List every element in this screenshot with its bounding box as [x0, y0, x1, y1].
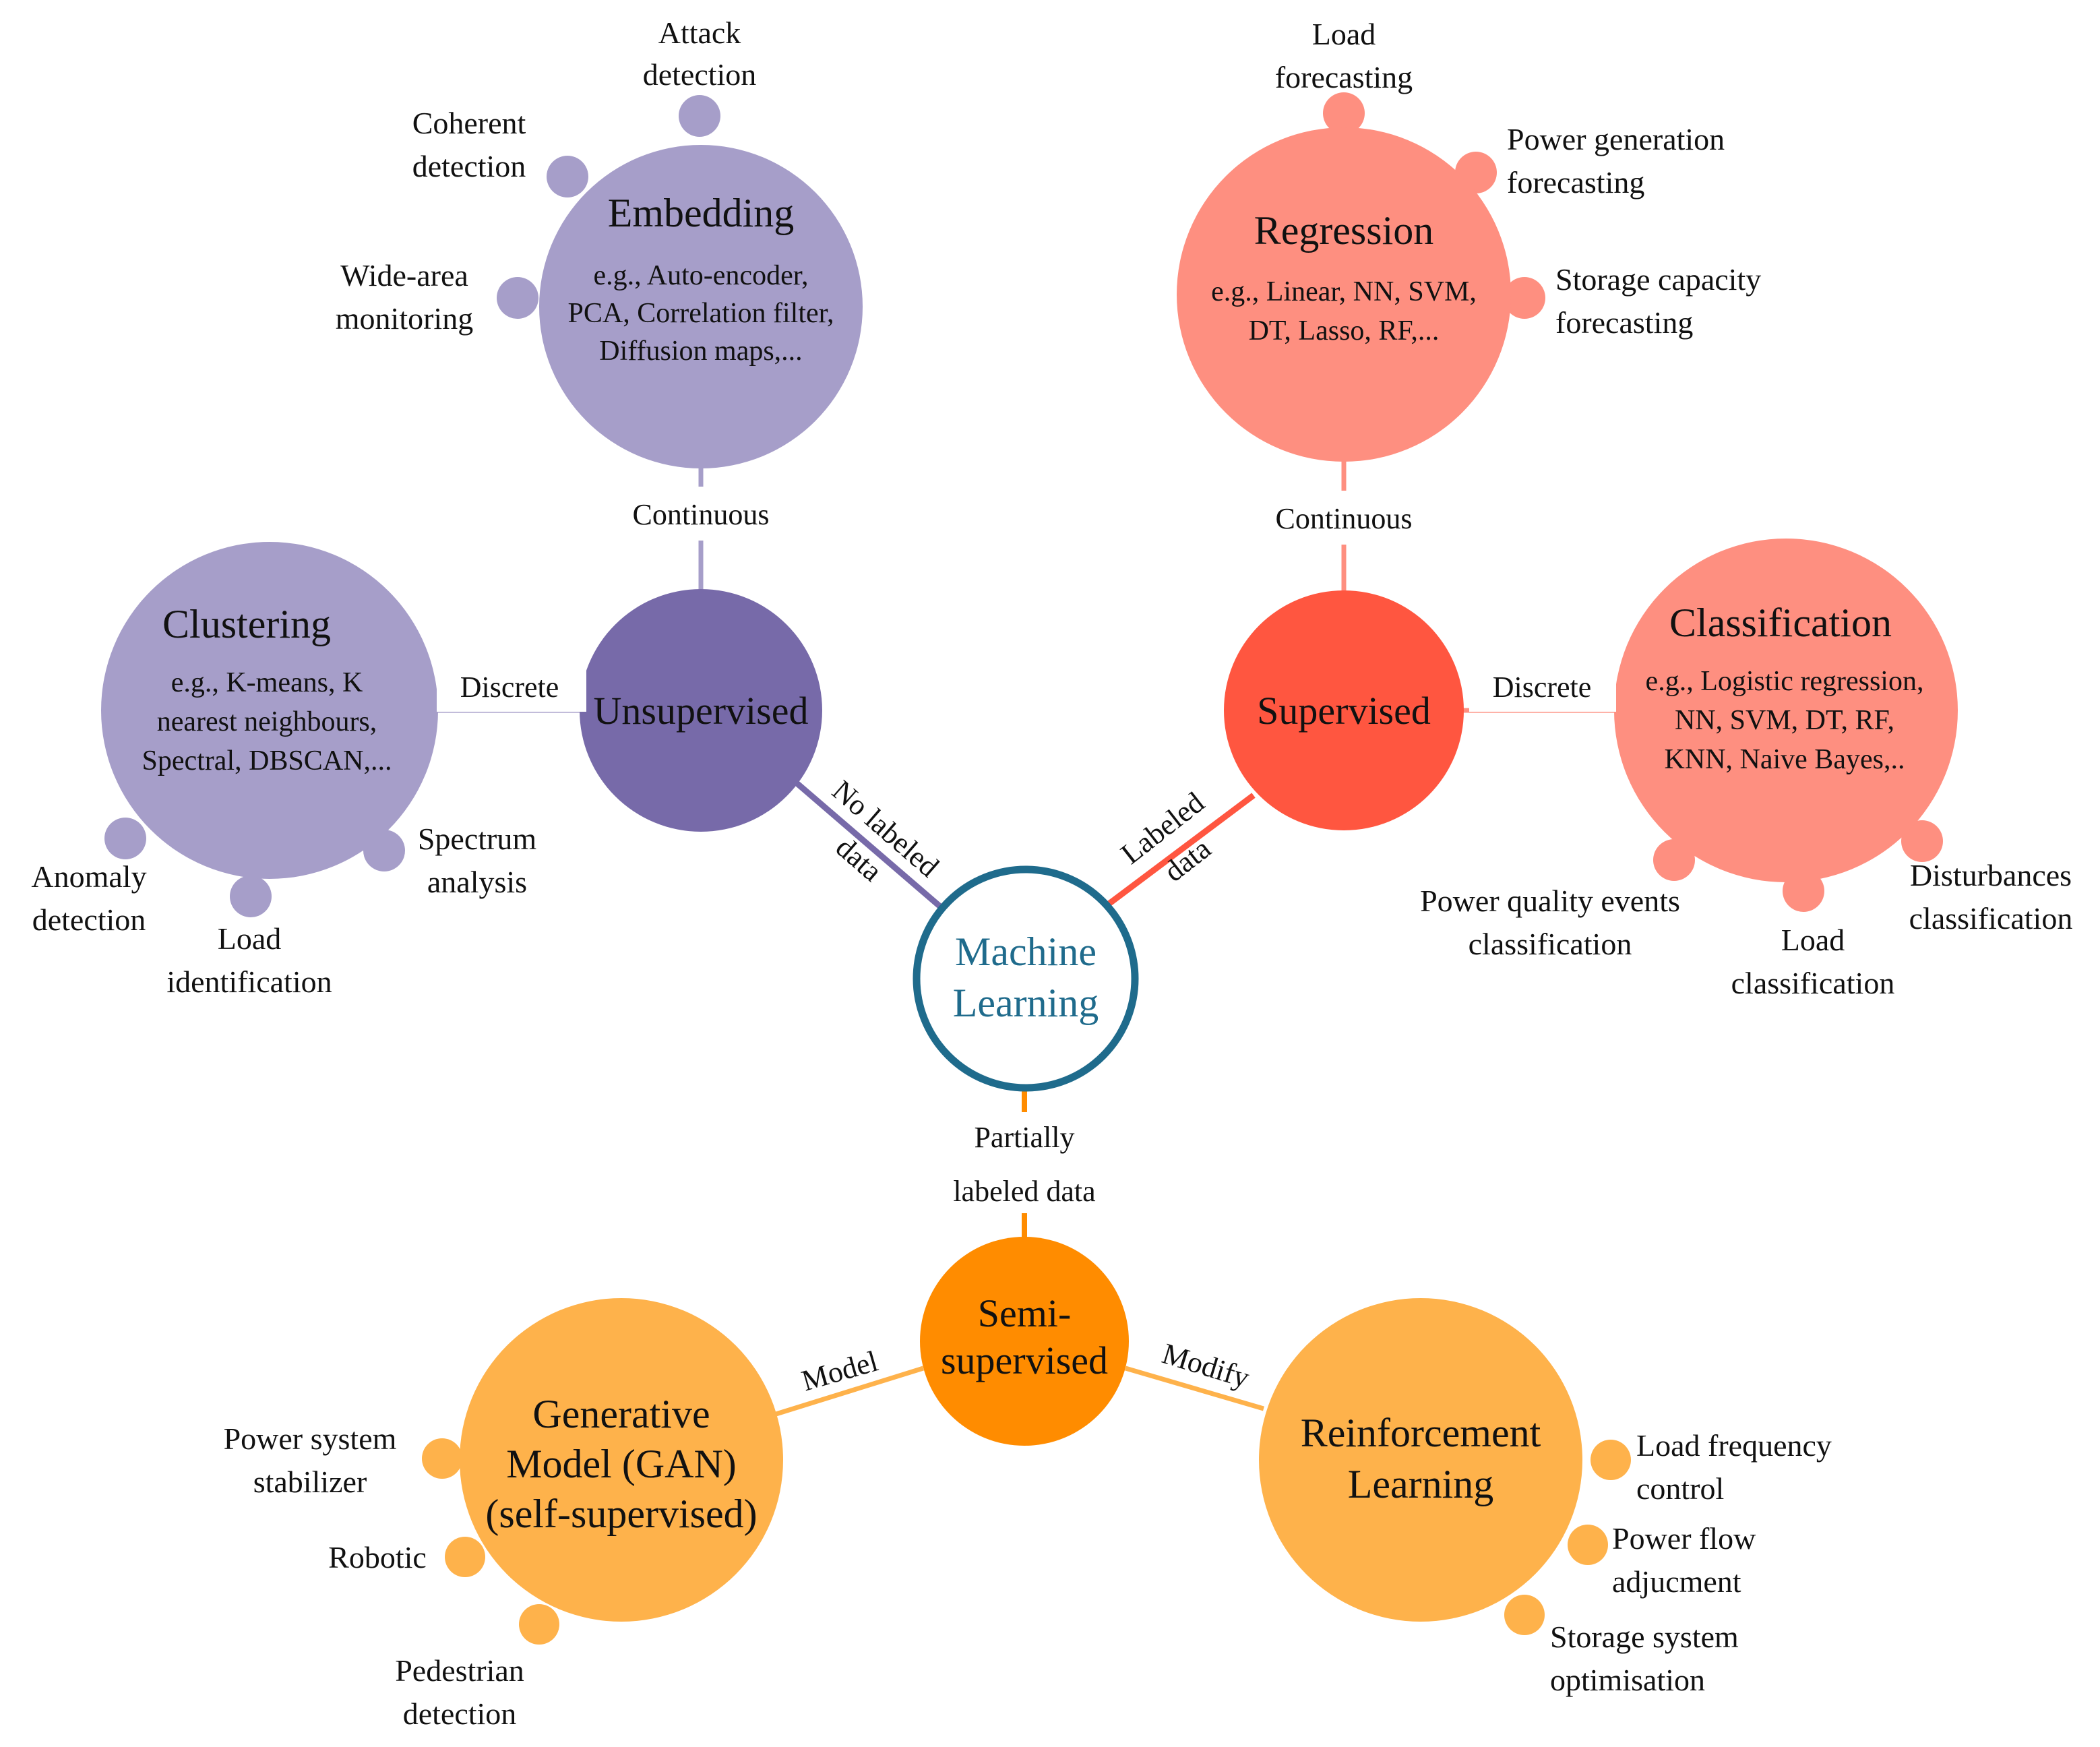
regression-title: Regression [1254, 208, 1434, 253]
edge-label-unsup-embedding: Continuous [633, 498, 770, 531]
edge-supervised-center [1103, 793, 1256, 909]
dot-pflow [1568, 1525, 1608, 1565]
node-generative [460, 1298, 783, 1622]
embedding-examples: e.g., Auto-encoder,PCA, Correlation filt… [568, 260, 834, 367]
edge-label-semi-reinforcement: Modify [1159, 1337, 1254, 1394]
dot-robotic [445, 1537, 485, 1577]
edge-unsupervised-center [793, 779, 942, 909]
regression-examples: e.g., Linear, NN, SVM,DT, Lasso, RF,... [1211, 276, 1477, 346]
hub-label-unsupervised: Unsupervised [594, 689, 809, 733]
hub-label-semi-supervised: Semi-supervised [941, 1291, 1108, 1382]
application-dots [104, 92, 1943, 1645]
dot-loadid [230, 876, 272, 917]
dot-coherent [547, 156, 588, 197]
dot-storagecap [1504, 277, 1545, 319]
app-label-robotic: Robotic [328, 1540, 427, 1574]
dot-lfc [1591, 1440, 1631, 1480]
edge-label-semi-generative: Model [798, 1345, 882, 1398]
node-reinforcement [1259, 1298, 1582, 1622]
dot-pedestrian [519, 1604, 559, 1645]
dot-attack [679, 95, 720, 137]
dot-widearea [497, 277, 538, 319]
edge-semi-generative [770, 1366, 925, 1418]
node-classification [1614, 539, 1958, 882]
dot-pq [1653, 839, 1695, 881]
classification-title: Classification [1669, 601, 1892, 645]
nodes [101, 127, 1958, 1622]
node-regression [1177, 127, 1511, 462]
edge-label-unsup-clustering: Discrete [460, 671, 559, 704]
embedding-title: Embedding [608, 191, 795, 235]
node-unsupervised [580, 589, 822, 832]
dot-pss [422, 1438, 462, 1479]
dot-storageopt [1504, 1595, 1545, 1635]
node-supervised [1224, 590, 1464, 830]
edge-label-sup-regression: Continuous [1276, 502, 1413, 535]
classification-examples: e.g., Logistic regression,NN, SVM, DT, R… [1646, 666, 1924, 775]
node-semi-supervised [920, 1237, 1129, 1446]
node-clustering [101, 542, 438, 879]
hub-label-supervised: Supervised [1257, 689, 1431, 733]
clustering-title: Clustering [162, 602, 331, 646]
dot-loadfc [1323, 92, 1365, 134]
dot-disturb [1901, 820, 1943, 862]
node-machine-learning [913, 865, 1139, 1092]
node-embedding [539, 145, 863, 468]
dot-anomaly [104, 818, 146, 859]
edge-semi-reinforcement [1125, 1366, 1264, 1411]
edge-label-sup-classification: Discrete [1493, 671, 1592, 704]
